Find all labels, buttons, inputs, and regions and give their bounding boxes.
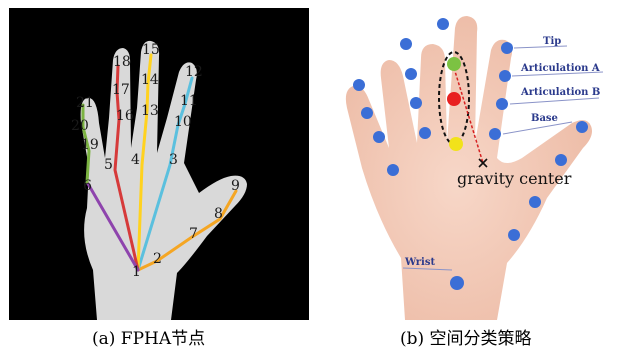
caption-b: (b) 空间分类策略 (400, 324, 532, 349)
joint-label-17: 17 (112, 82, 130, 98)
joint-label-21: 21 (76, 95, 94, 111)
joint-label-16: 16 (116, 108, 134, 124)
wrist-label: Wrist (404, 257, 435, 268)
joint-label-5: 5 (104, 157, 113, 173)
tip-label: Tip (543, 36, 561, 47)
joint-node (499, 70, 511, 82)
joint-node (450, 276, 464, 290)
joint-node (529, 196, 541, 208)
joint-node (555, 154, 567, 166)
joint-label-4: 4 (131, 152, 140, 168)
joint-node (419, 127, 431, 139)
joint-node (496, 98, 508, 110)
spatial-classification-panel: gravity center Tip Articulation A Articu… (317, 8, 617, 320)
joint-node (501, 42, 513, 54)
base-label: Base (531, 113, 558, 124)
hand-skeleton-figure: 1 2 3 4 5 6 7 8 9 10 11 12 13 14 15 16 1… (9, 8, 309, 320)
joint-node (400, 38, 412, 50)
joint-node (410, 97, 422, 109)
joint-label-1: 1 (132, 264, 141, 280)
joint-label-15: 15 (142, 42, 160, 58)
joint-label-11: 11 (180, 93, 198, 109)
fpha-joints-panel: 1 2 3 4 5 6 7 8 9 10 11 12 13 14 15 16 1… (9, 8, 309, 320)
articulation-b-label: Articulation B (520, 87, 600, 98)
joint-node (508, 229, 520, 241)
joint-label-18: 18 (113, 54, 131, 70)
joint-label-8: 8 (214, 206, 223, 222)
joint-label-9: 9 (231, 178, 240, 194)
joint-label-6: 6 (83, 178, 92, 194)
gravity-center-label: gravity center (457, 169, 572, 188)
joint-node (353, 79, 365, 91)
joint-node (576, 121, 588, 133)
joint-label-20: 20 (71, 118, 89, 134)
joint-label-3: 3 (169, 152, 178, 168)
joint-label-7: 7 (189, 226, 198, 242)
joint-label-10: 10 (174, 114, 192, 130)
joint-node (437, 18, 449, 30)
articulation-b-node (447, 92, 461, 106)
hand-photo (346, 16, 592, 320)
joint-label-14: 14 (141, 72, 159, 88)
caption-a: (a) FPHA节点 (92, 324, 205, 349)
joint-node (387, 164, 399, 176)
joint-label-12: 12 (185, 64, 203, 80)
hand-partition-figure: gravity center Tip Articulation A Articu… (317, 8, 617, 320)
base-node (449, 137, 463, 151)
joint-node (373, 131, 385, 143)
joint-label-13: 13 (141, 103, 159, 119)
joint-node (405, 68, 417, 80)
joint-node (361, 107, 373, 119)
articulation-a-label: Articulation A (520, 63, 600, 74)
articulation-a-node (447, 57, 461, 71)
joint-node (489, 128, 501, 140)
joint-label-2: 2 (153, 251, 162, 267)
joint-label-19: 19 (81, 137, 99, 153)
